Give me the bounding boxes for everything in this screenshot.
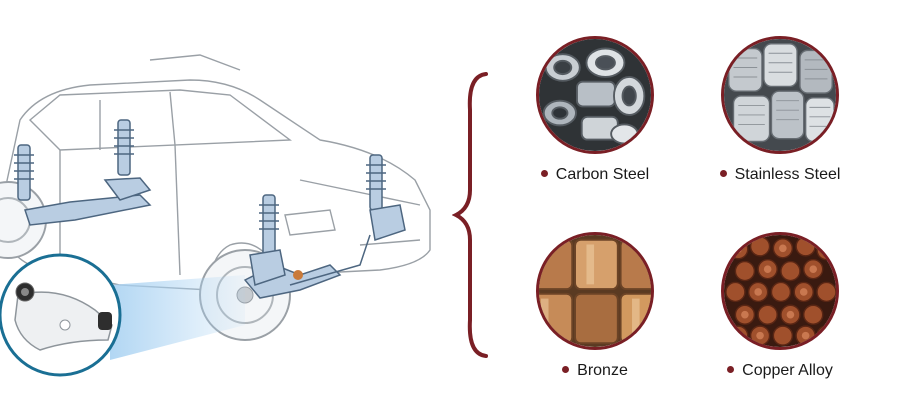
magnify-beam-icon — [110, 275, 245, 360]
material-carbon-steel: Carbon Steel — [500, 36, 690, 184]
carbon-steel-image — [536, 36, 654, 154]
material-label: Copper Alloy — [742, 362, 833, 379]
control-arm-zoom-inset — [0, 253, 122, 377]
bullet-icon — [540, 170, 548, 178]
bullet-icon — [562, 366, 570, 374]
copper-alloy-image — [721, 232, 839, 350]
stabilizer-bar-icon — [289, 234, 371, 286]
car-suspension-illustration — [0, 54, 431, 377]
bullet-icon — [719, 170, 727, 178]
bullet-icon — [727, 366, 735, 374]
rear-knuckle-icon — [103, 177, 152, 201]
material-label: Carbon Steel — [555, 166, 650, 183]
material-copper-alloy: Copper Alloy — [685, 232, 875, 380]
material-label: Stainless Steel — [734, 166, 841, 183]
bushing-highlight-icon — [293, 270, 303, 280]
front-knuckle-icon — [249, 249, 286, 286]
front-right-strut-icon — [366, 154, 386, 211]
rear-right-strut-icon — [114, 119, 134, 176]
stainless-steel-image — [721, 36, 839, 154]
front-left-strut-icon — [259, 194, 279, 256]
material-stainless-steel: Stainless Steel — [685, 36, 875, 184]
rear-left-strut-icon — [14, 144, 34, 201]
material-label: Bronze — [577, 362, 628, 379]
curly-brace-icon — [452, 72, 488, 358]
right-knuckle-icon — [369, 204, 406, 241]
rear-axle-icon — [24, 194, 152, 226]
bronze-image — [536, 232, 654, 350]
material-bronze: Bronze — [500, 232, 690, 380]
